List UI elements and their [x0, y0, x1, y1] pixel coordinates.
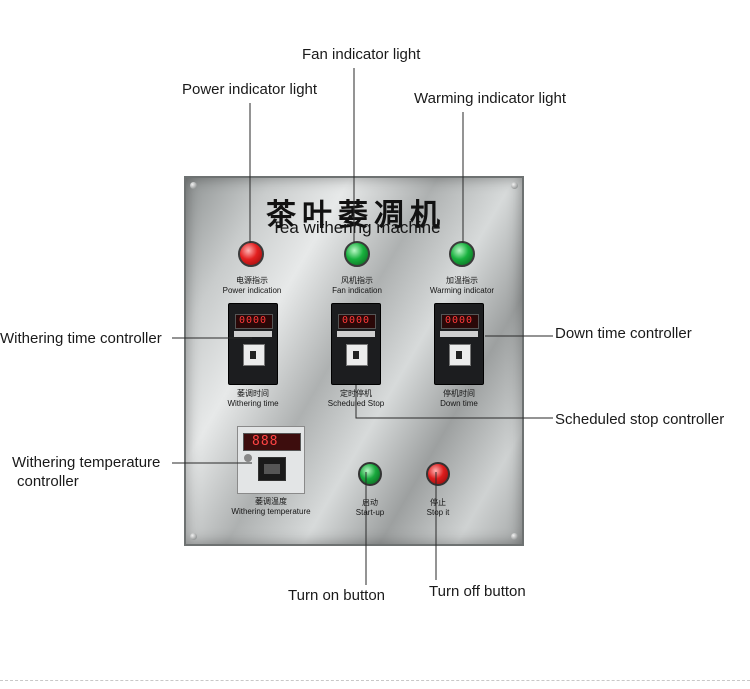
callout-fan-indicator: Fan indicator light: [302, 46, 421, 63]
timer-badge: [440, 331, 478, 337]
callout-scheduled-stop: Scheduled stop controller: [555, 411, 725, 428]
fan-indicator-lamp: [344, 241, 370, 267]
temperature-display: 888: [243, 433, 301, 451]
stop-button[interactable]: [426, 462, 450, 486]
panel-title-english: Tea withering machine: [271, 218, 441, 237]
callout-power-indicator: Power indicator light: [182, 81, 318, 98]
down-time-controller[interactable]: 0000: [434, 303, 484, 385]
callout-turn-on: Turn on button: [288, 587, 386, 604]
callout-withering-temperature-line2: controller: [17, 473, 79, 490]
timer-knob[interactable]: [456, 351, 462, 359]
screw: [511, 182, 518, 189]
scheduled-stop-controller[interactable]: 0000: [331, 303, 381, 385]
screw: [190, 182, 197, 189]
timer-knob[interactable]: [353, 351, 359, 359]
withering-time-controller[interactable]: 0000: [228, 303, 278, 385]
power-indicator-lamp: [238, 241, 264, 267]
timer-display: 0000: [441, 314, 479, 329]
callout-turn-off: Turn off button: [429, 583, 526, 600]
screw: [511, 533, 518, 540]
callout-withering-time: Withering time controller: [0, 330, 162, 347]
withering-temperature-controller[interactable]: 888: [237, 426, 305, 494]
divider-line: [0, 680, 750, 681]
panel-title-chinese: 茶叶萎凋机: [266, 198, 446, 233]
timer-badge: [337, 331, 375, 337]
temperature-dial[interactable]: [258, 457, 286, 481]
start-button[interactable]: [358, 462, 382, 486]
callout-withering-temperature: Withering temperature: [12, 454, 161, 471]
screw: [190, 533, 197, 540]
callout-down-time: Down time controller: [555, 325, 692, 342]
temperature-led: [244, 454, 252, 462]
callout-warming-indicator: Warming indicator light: [414, 90, 566, 107]
timer-knob[interactable]: [250, 351, 256, 359]
warming-indicator-lamp: [449, 241, 475, 267]
timer-display: 0000: [338, 314, 376, 329]
timer-badge: [234, 331, 272, 337]
timer-display: 0000: [235, 314, 273, 329]
